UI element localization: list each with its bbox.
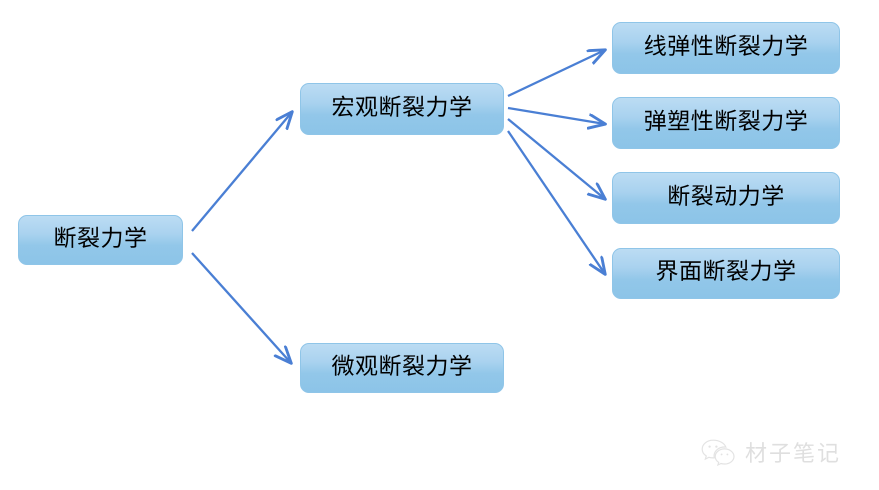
node-label: 微观断裂力学	[331, 353, 473, 380]
node-interface-fracture-mechanics[interactable]: 界面断裂力学	[612, 248, 840, 299]
node-label: 断裂动力学	[667, 183, 785, 210]
watermark-text: 材子笔记	[745, 442, 842, 467]
edge-macro-to-epfm	[507, 106, 605, 124]
node-linear-elastic-fracture-mechanics[interactable]: 线弹性断裂力学	[612, 22, 840, 74]
edge-macro-to-lefm	[507, 50, 605, 98]
edge-macro-to-dynamic	[507, 118, 605, 199]
node-micro-fracture-mechanics[interactable]: 微观断裂力学	[300, 343, 504, 393]
node-elastic-plastic-fracture-mechanics[interactable]: 弹塑性断裂力学	[612, 97, 840, 149]
node-label: 宏观断裂力学	[331, 94, 473, 121]
edge-root-to-macro	[191, 112, 292, 232]
node-label: 断裂力学	[53, 225, 148, 252]
node-label: 界面断裂力学	[655, 259, 797, 285]
node-fracture-mechanics[interactable]: 断裂力学	[18, 215, 183, 265]
watermark: 材子笔记	[700, 430, 865, 474]
node-label: 线弹性断裂力学	[643, 33, 809, 60]
node-label: 弹塑性断裂力学	[643, 108, 809, 135]
edge-macro-to-interface	[507, 130, 605, 274]
edge-root-to-micro	[191, 252, 291, 363]
node-macro-fracture-mechanics[interactable]: 宏观断裂力学	[300, 83, 504, 135]
wechat-icon	[700, 437, 736, 467]
node-dynamic-fracture-mechanics[interactable]: 断裂动力学	[612, 172, 840, 224]
